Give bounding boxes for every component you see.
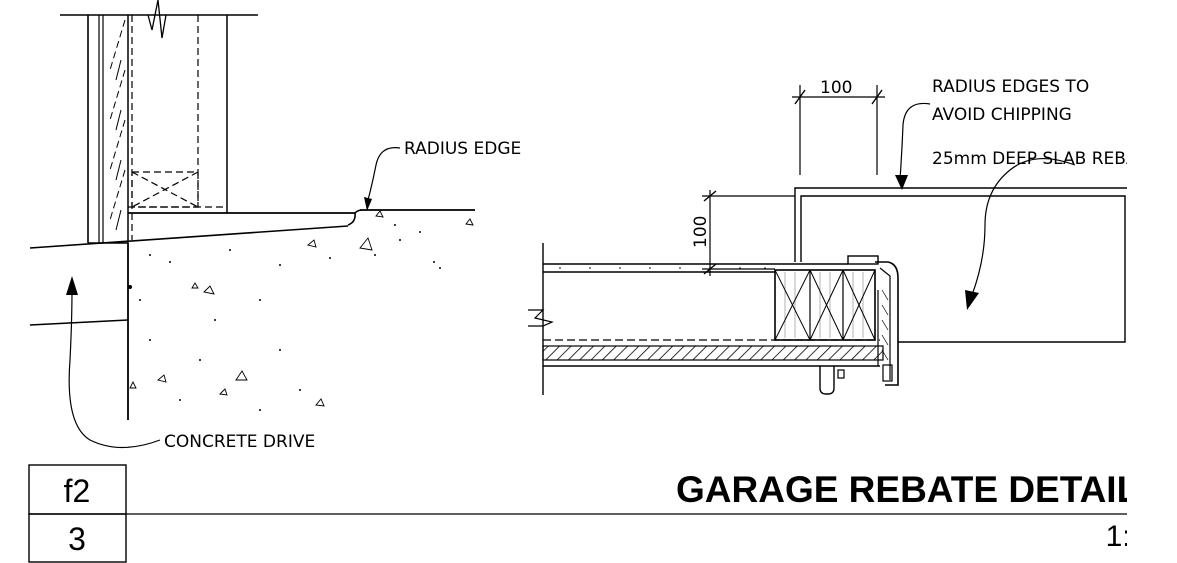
slab-rebate-label: 25mm DEEP SLAB REBATE xyxy=(932,149,1157,169)
radius-edges-label-line2: AVOID CHIPPING xyxy=(932,105,1072,125)
radius-edges-label-line1: RADIUS EDGES TO xyxy=(932,77,1089,97)
detail-scale: 1:10 xyxy=(1106,520,1164,553)
right-section-detail: RADIUS EDGES TO AVOID CHIPPING 25mm DEEP… xyxy=(528,77,1157,395)
title-block: f2 3 GARAGE REBATE DETAIL 1:10 xyxy=(28,464,1164,563)
dimension-horizontal: 100 xyxy=(820,78,852,98)
left-section-detail: RADIUS EDGE CONCRETE DRIVE xyxy=(29,0,521,452)
sheet-reference: 3 xyxy=(68,521,86,557)
radius-edge-label: RADIUS EDGE xyxy=(404,139,521,159)
detail-title: GARAGE REBATE DETAIL xyxy=(676,469,1139,510)
concrete-drive-label: CONCRETE DRIVE xyxy=(164,432,315,452)
dimension-vertical: 100 xyxy=(691,216,711,248)
detail-reference: f2 xyxy=(64,473,91,509)
